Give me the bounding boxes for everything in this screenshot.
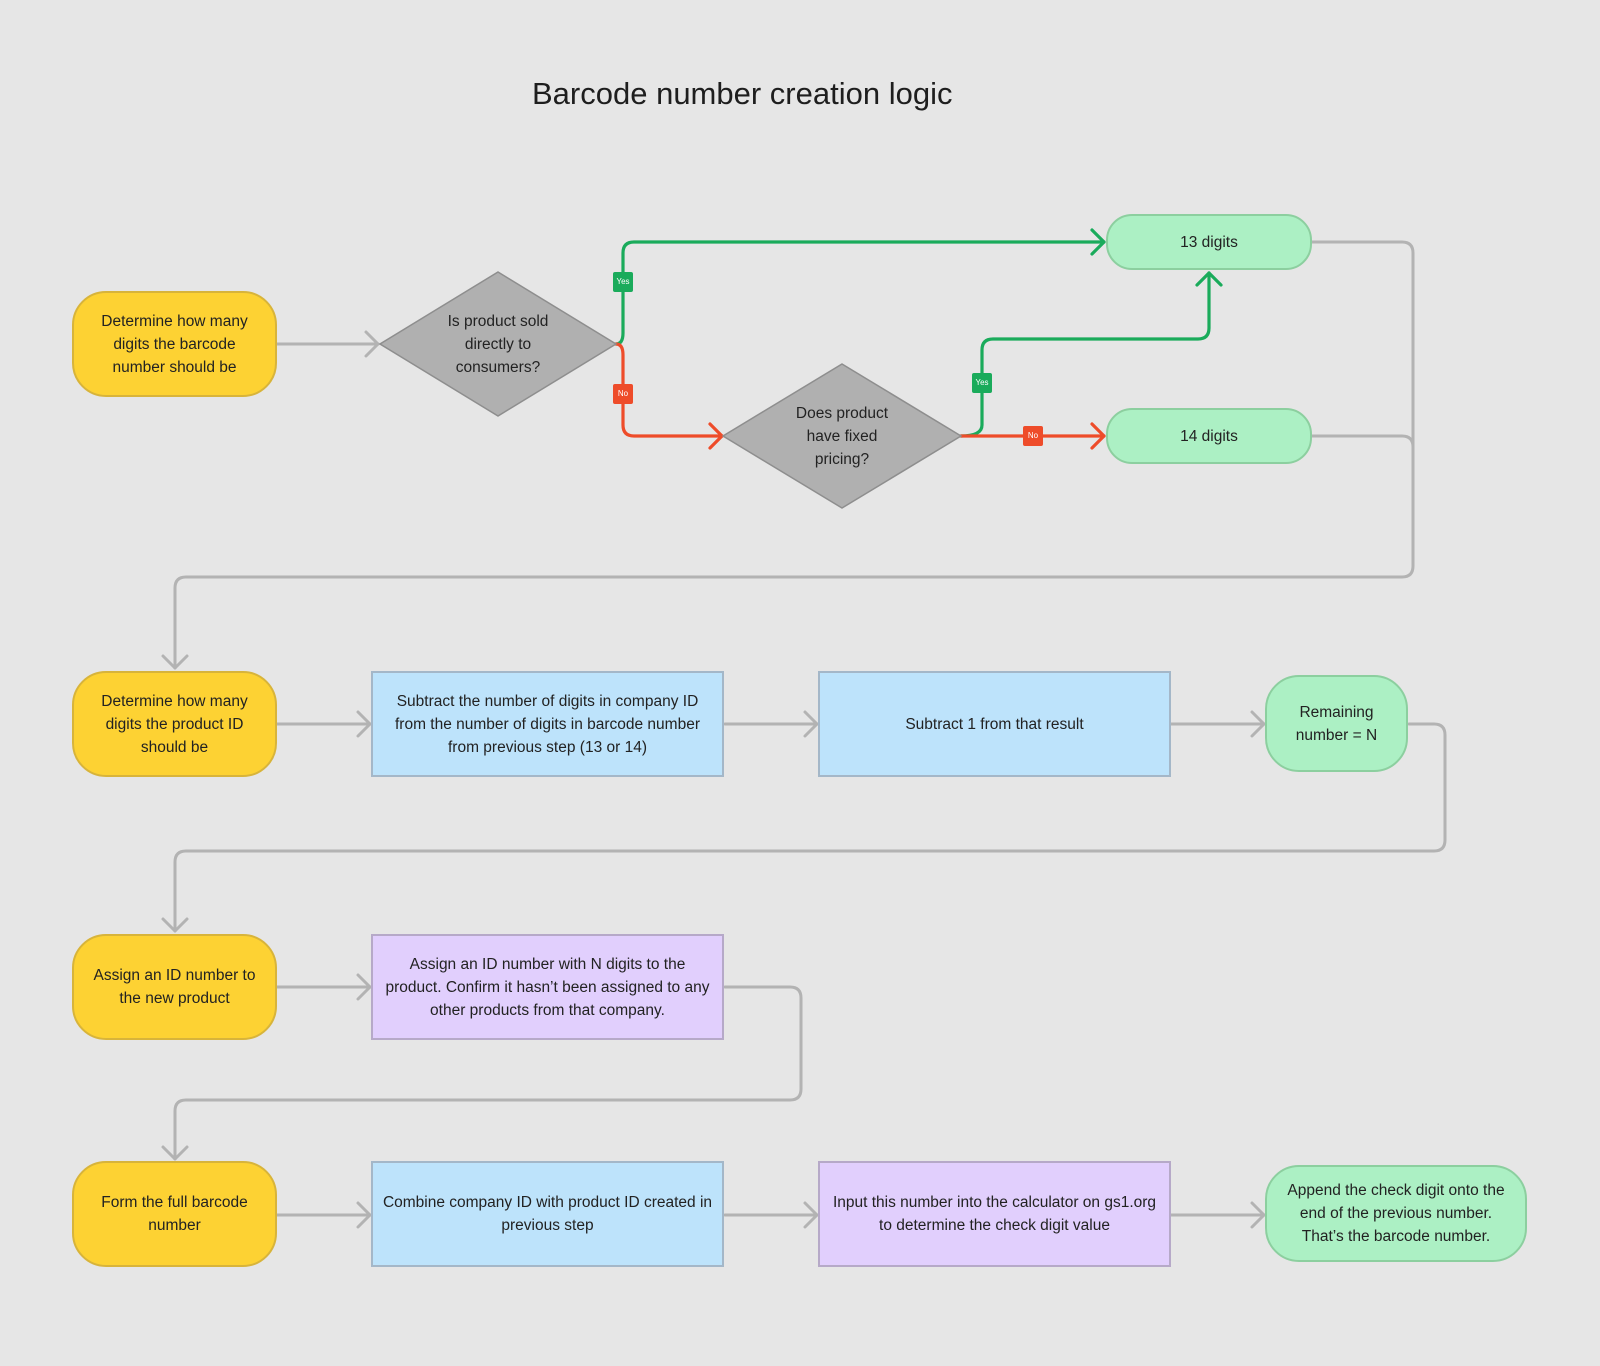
arrowhead-13-digits-up bbox=[1195, 271, 1223, 287]
arrowhead-minus1 bbox=[803, 710, 819, 738]
arrowhead-subtract bbox=[356, 710, 372, 738]
arrowhead-ndigits bbox=[356, 973, 372, 1001]
arrowhead-append bbox=[1250, 1201, 1266, 1229]
arrowhead-assign bbox=[161, 917, 189, 933]
connector-13-to-merge bbox=[173, 240, 1415, 670]
combine-company-product-id: Combine company ID with product ID creat… bbox=[371, 1161, 724, 1267]
determine-product-id-digits: Determine how many digits the product ID… bbox=[72, 671, 277, 777]
arrowhead-combine bbox=[356, 1201, 372, 1229]
connector-remaining-to-assign bbox=[173, 722, 1447, 933]
gray-connectors bbox=[161, 240, 1447, 1229]
yes-badge-pricing: Yes bbox=[972, 373, 992, 393]
arrowhead-remaining bbox=[1250, 710, 1266, 738]
diagram-title: Barcode number creation logic bbox=[532, 76, 953, 111]
no-badge-consumers: No bbox=[613, 384, 633, 404]
result-13-digits: 13 digits bbox=[1106, 214, 1312, 270]
connector-14-to-merge bbox=[1310, 434, 1415, 449]
assign-id-number: Assign an ID number to the new product bbox=[72, 934, 277, 1040]
form-full-barcode: Form the full barcode number bbox=[72, 1161, 277, 1267]
yes-badge-consumers: Yes bbox=[613, 272, 633, 292]
arrowhead-product-id bbox=[161, 654, 189, 670]
remaining-number-n: Remaining number = N bbox=[1265, 675, 1408, 772]
decision-diamond-pricing bbox=[721, 363, 963, 509]
yes-path-consumers bbox=[614, 240, 1106, 346]
decision-diamond-consumers bbox=[378, 271, 618, 417]
input-gs1-calculator: Input this number into the calculator on… bbox=[818, 1161, 1171, 1267]
connector-ndigits-to-form bbox=[173, 985, 803, 1161]
no-badge-pricing: No bbox=[1023, 426, 1043, 446]
subtract-one: Subtract 1 from that result bbox=[818, 671, 1171, 777]
subtract-company-id-digits: Subtract the number of digits in company… bbox=[371, 671, 724, 777]
arrowhead-13-digits bbox=[1090, 228, 1106, 256]
assign-n-digit-id: Assign an ID number with N digits to the… bbox=[371, 934, 724, 1040]
arrowhead-14-digits bbox=[1090, 422, 1106, 450]
start-determine-barcode-digits: Determine how many digits the barcode nu… bbox=[72, 291, 277, 397]
arrowhead-form bbox=[161, 1145, 189, 1161]
append-check-digit: Append the check digit onto the end of t… bbox=[1265, 1165, 1527, 1262]
yes-paths bbox=[614, 228, 1223, 438]
arrowhead-decision1 bbox=[364, 330, 380, 358]
decision-pricing-label: Does product have fixed pricing? bbox=[795, 404, 889, 468]
yes-path-pricing bbox=[959, 271, 1211, 438]
result-14-digits: 14 digits bbox=[1106, 408, 1312, 464]
decision-consumers-label: Is product sold directly to consumers? bbox=[447, 312, 549, 376]
arrowhead-calculator bbox=[803, 1201, 819, 1229]
no-path-consumers bbox=[614, 342, 724, 438]
